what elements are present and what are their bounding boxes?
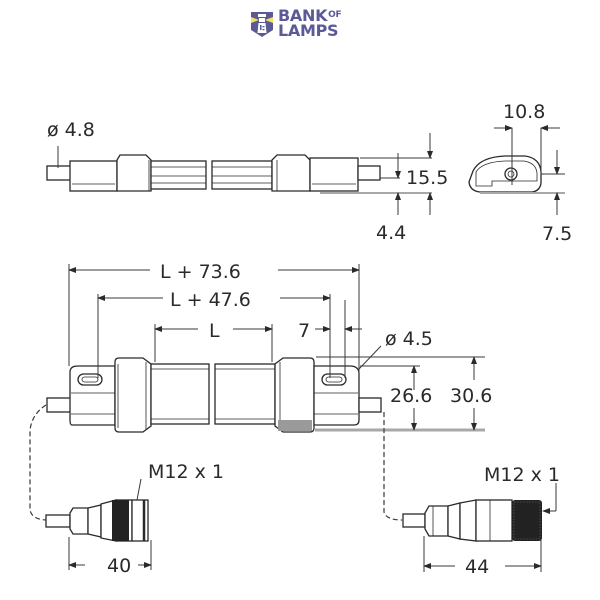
outer-height-label: 30.6	[450, 385, 492, 407]
hole-offset-label: 7	[298, 320, 310, 342]
male-knurl	[112, 500, 129, 541]
female-length-dimension	[423, 536, 542, 572]
female-thread-label: M12 x 1	[484, 464, 560, 486]
female-length-label: 44	[465, 556, 489, 578]
logo-line1: BANK	[278, 6, 328, 25]
hole-spacing-label: L + 47.6	[170, 289, 251, 311]
lighthouse-icon	[251, 12, 273, 37]
height-15-5-label: 15.5	[406, 167, 448, 189]
body-length-label: L	[209, 320, 220, 342]
inner-height-label: 26.6	[390, 385, 432, 407]
female-connector	[402, 499, 513, 542]
bank-of-lamps-logo: BANKOF LAMPS	[249, 6, 342, 40]
female-knurl	[512, 500, 542, 541]
male-length-label: 40	[107, 555, 131, 577]
cable-diameter-label: ø 4.8	[47, 119, 95, 141]
main-front-view	[46, 357, 382, 433]
top-view-dimensions	[57, 133, 433, 215]
hole-diameter-label: ø 4.5	[385, 328, 433, 350]
main-view-dimensions	[68, 264, 485, 431]
logo-of: OF	[328, 10, 342, 20]
logo-wordmark: BANKOF LAMPS	[278, 6, 342, 40]
female-thread-leader	[542, 483, 557, 514]
top-side-view	[46, 154, 381, 192]
logo-line2: LAMPS	[278, 21, 339, 40]
end-width-label: 10.8	[503, 101, 545, 123]
male-length-dimension	[68, 537, 152, 570]
end-height-label: 7.5	[542, 223, 572, 245]
offset-4-4-label: 4.4	[376, 222, 406, 244]
end-view-dimensions	[480, 125, 565, 215]
male-thread-leader	[136, 478, 142, 501]
cable-leads	[29, 404, 403, 521]
overall-length-label: L + 73.6	[160, 261, 241, 283]
male-connector	[45, 499, 149, 542]
end-view	[468, 155, 542, 193]
male-thread-label: M12 x 1	[148, 461, 224, 483]
